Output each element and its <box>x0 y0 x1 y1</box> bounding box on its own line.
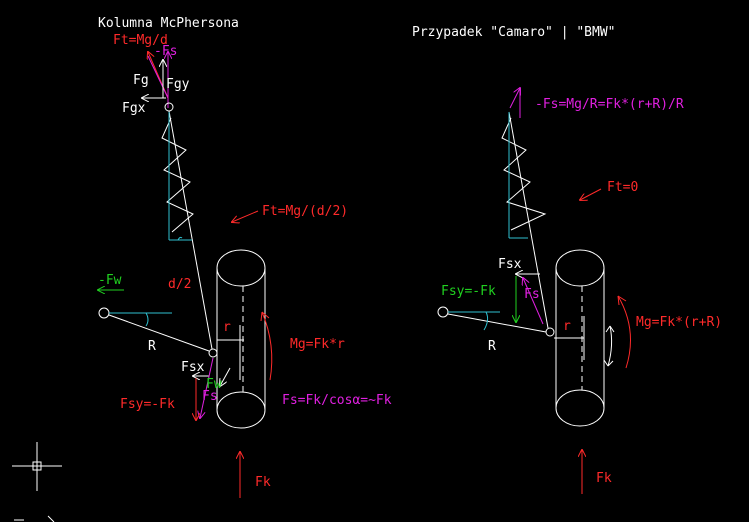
right-wheel-top <box>555 249 605 287</box>
left-fsy-label: Fsy=-Fk <box>120 397 175 412</box>
ucs-icon <box>14 515 55 522</box>
left-fw-small-arrow <box>220 367 231 386</box>
right-wheel-bottom <box>555 389 605 427</box>
right-R-label: R <box>488 339 496 354</box>
left-fs-diag-line <box>147 55 169 99</box>
right-rotation-head-bottom <box>603 359 614 367</box>
right-fsy-label: Fsy=-Fk <box>441 284 496 299</box>
left-fg-label: Fg <box>133 73 149 88</box>
right-fsx-label: Fsx <box>498 257 522 272</box>
right-fs-label: Fs <box>524 287 540 302</box>
left-fw-small-label: Fw <box>206 377 222 392</box>
right-diagram: Przypadek "Camaro" | "BMW" -Fs=Mg/R=Fk*(… <box>412 25 722 494</box>
right-fk-label: Fk <box>596 471 612 486</box>
left-fs-top-label: -Fs <box>154 44 177 59</box>
right-mg-arc <box>617 295 631 369</box>
left-top-pivot <box>164 102 174 112</box>
left-fk-label: Fk <box>255 475 271 490</box>
left-fs-arrow <box>200 357 214 418</box>
left-R-label: R <box>148 339 156 354</box>
right-wishbone <box>447 313 547 333</box>
right-inner-pivot <box>437 306 449 318</box>
left-wishbone <box>108 314 210 352</box>
right-rotation-arc <box>607 325 613 367</box>
right-lower-pivot <box>545 327 555 337</box>
left-fs-bottom-label: Fs <box>202 389 218 404</box>
left-d2-label: d/2 <box>168 277 191 292</box>
right-wishbone-angle <box>483 311 489 331</box>
left-wheel-bottom <box>216 391 266 429</box>
right-r-label: r <box>563 319 571 334</box>
crosshair-cursor-icon[interactable] <box>12 442 62 491</box>
left-spring <box>161 117 194 233</box>
right-fs-eq-label: -Fs=Mg/R=Fk*(r+R)/R <box>535 97 684 112</box>
left-r-label: r <box>223 320 231 335</box>
left-mg-label: Mg=Fk*r <box>290 337 345 352</box>
left-title: Kolumna McPhersona <box>98 16 239 31</box>
left-fs-eq-label: Fs=Fk/cosα=~Fk <box>282 393 392 408</box>
left-ft-mid-label: Ft=Mg/(d/2) <box>262 204 348 219</box>
left-fsx-label: Fsx <box>181 360 205 375</box>
right-strut-line <box>508 111 549 329</box>
left-angle-arc <box>177 236 183 241</box>
left-wheel-top <box>216 249 266 287</box>
right-title: Przypadek "Camaro" | "BMW" <box>412 25 616 40</box>
right-ft0-label: Ft=0 <box>607 180 638 195</box>
right-mg-arrowhead <box>617 295 627 306</box>
left-mg-arrowhead <box>260 311 270 322</box>
left-ft-label: Ft=Mg/d <box>113 33 168 48</box>
right-spring <box>501 117 547 231</box>
left-ft-mid-arrow <box>232 210 259 222</box>
left-fw-label: -Fw <box>98 273 122 288</box>
left-strut-line <box>168 110 213 350</box>
right-mg-label: Mg=Fk*(r+R) <box>636 315 722 330</box>
left-mg-arc <box>261 311 273 381</box>
left-lower-pivot <box>208 348 218 358</box>
left-wishbone-angle <box>145 312 149 327</box>
right-fs-arrow <box>523 278 544 325</box>
left-fgy-label: Fgy <box>166 77 190 92</box>
right-fs-top-arrow-a <box>509 88 520 109</box>
left-fgx-label: Fgx <box>122 101 146 116</box>
left-inner-pivot <box>98 307 110 319</box>
left-diagram: Kolumna McPhersona Ft=Mg/d -Fs Fg Fgy Fg… <box>98 16 392 498</box>
right-ft0-arrow <box>580 188 602 200</box>
right-rotation-head-top <box>605 325 615 333</box>
